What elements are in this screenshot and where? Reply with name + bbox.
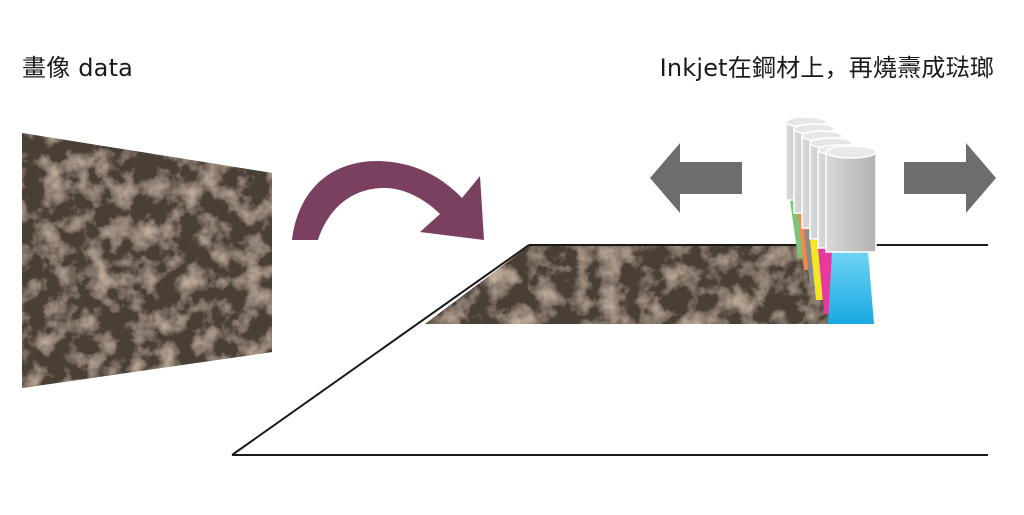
arrow-right-icon [904,143,996,213]
image-data-label: 畫像 data [22,54,134,82]
inkjet-head-icon [785,116,877,253]
arrow-left-icon [650,143,742,213]
printed-marble-area [425,246,835,324]
steel-plate [231,244,988,456]
image-data-panel [22,133,272,388]
curved-arrow-icon [292,161,484,240]
inkjet-process-label: Inkjet在鋼材上，再燒燾成琺瑯 [659,54,994,82]
